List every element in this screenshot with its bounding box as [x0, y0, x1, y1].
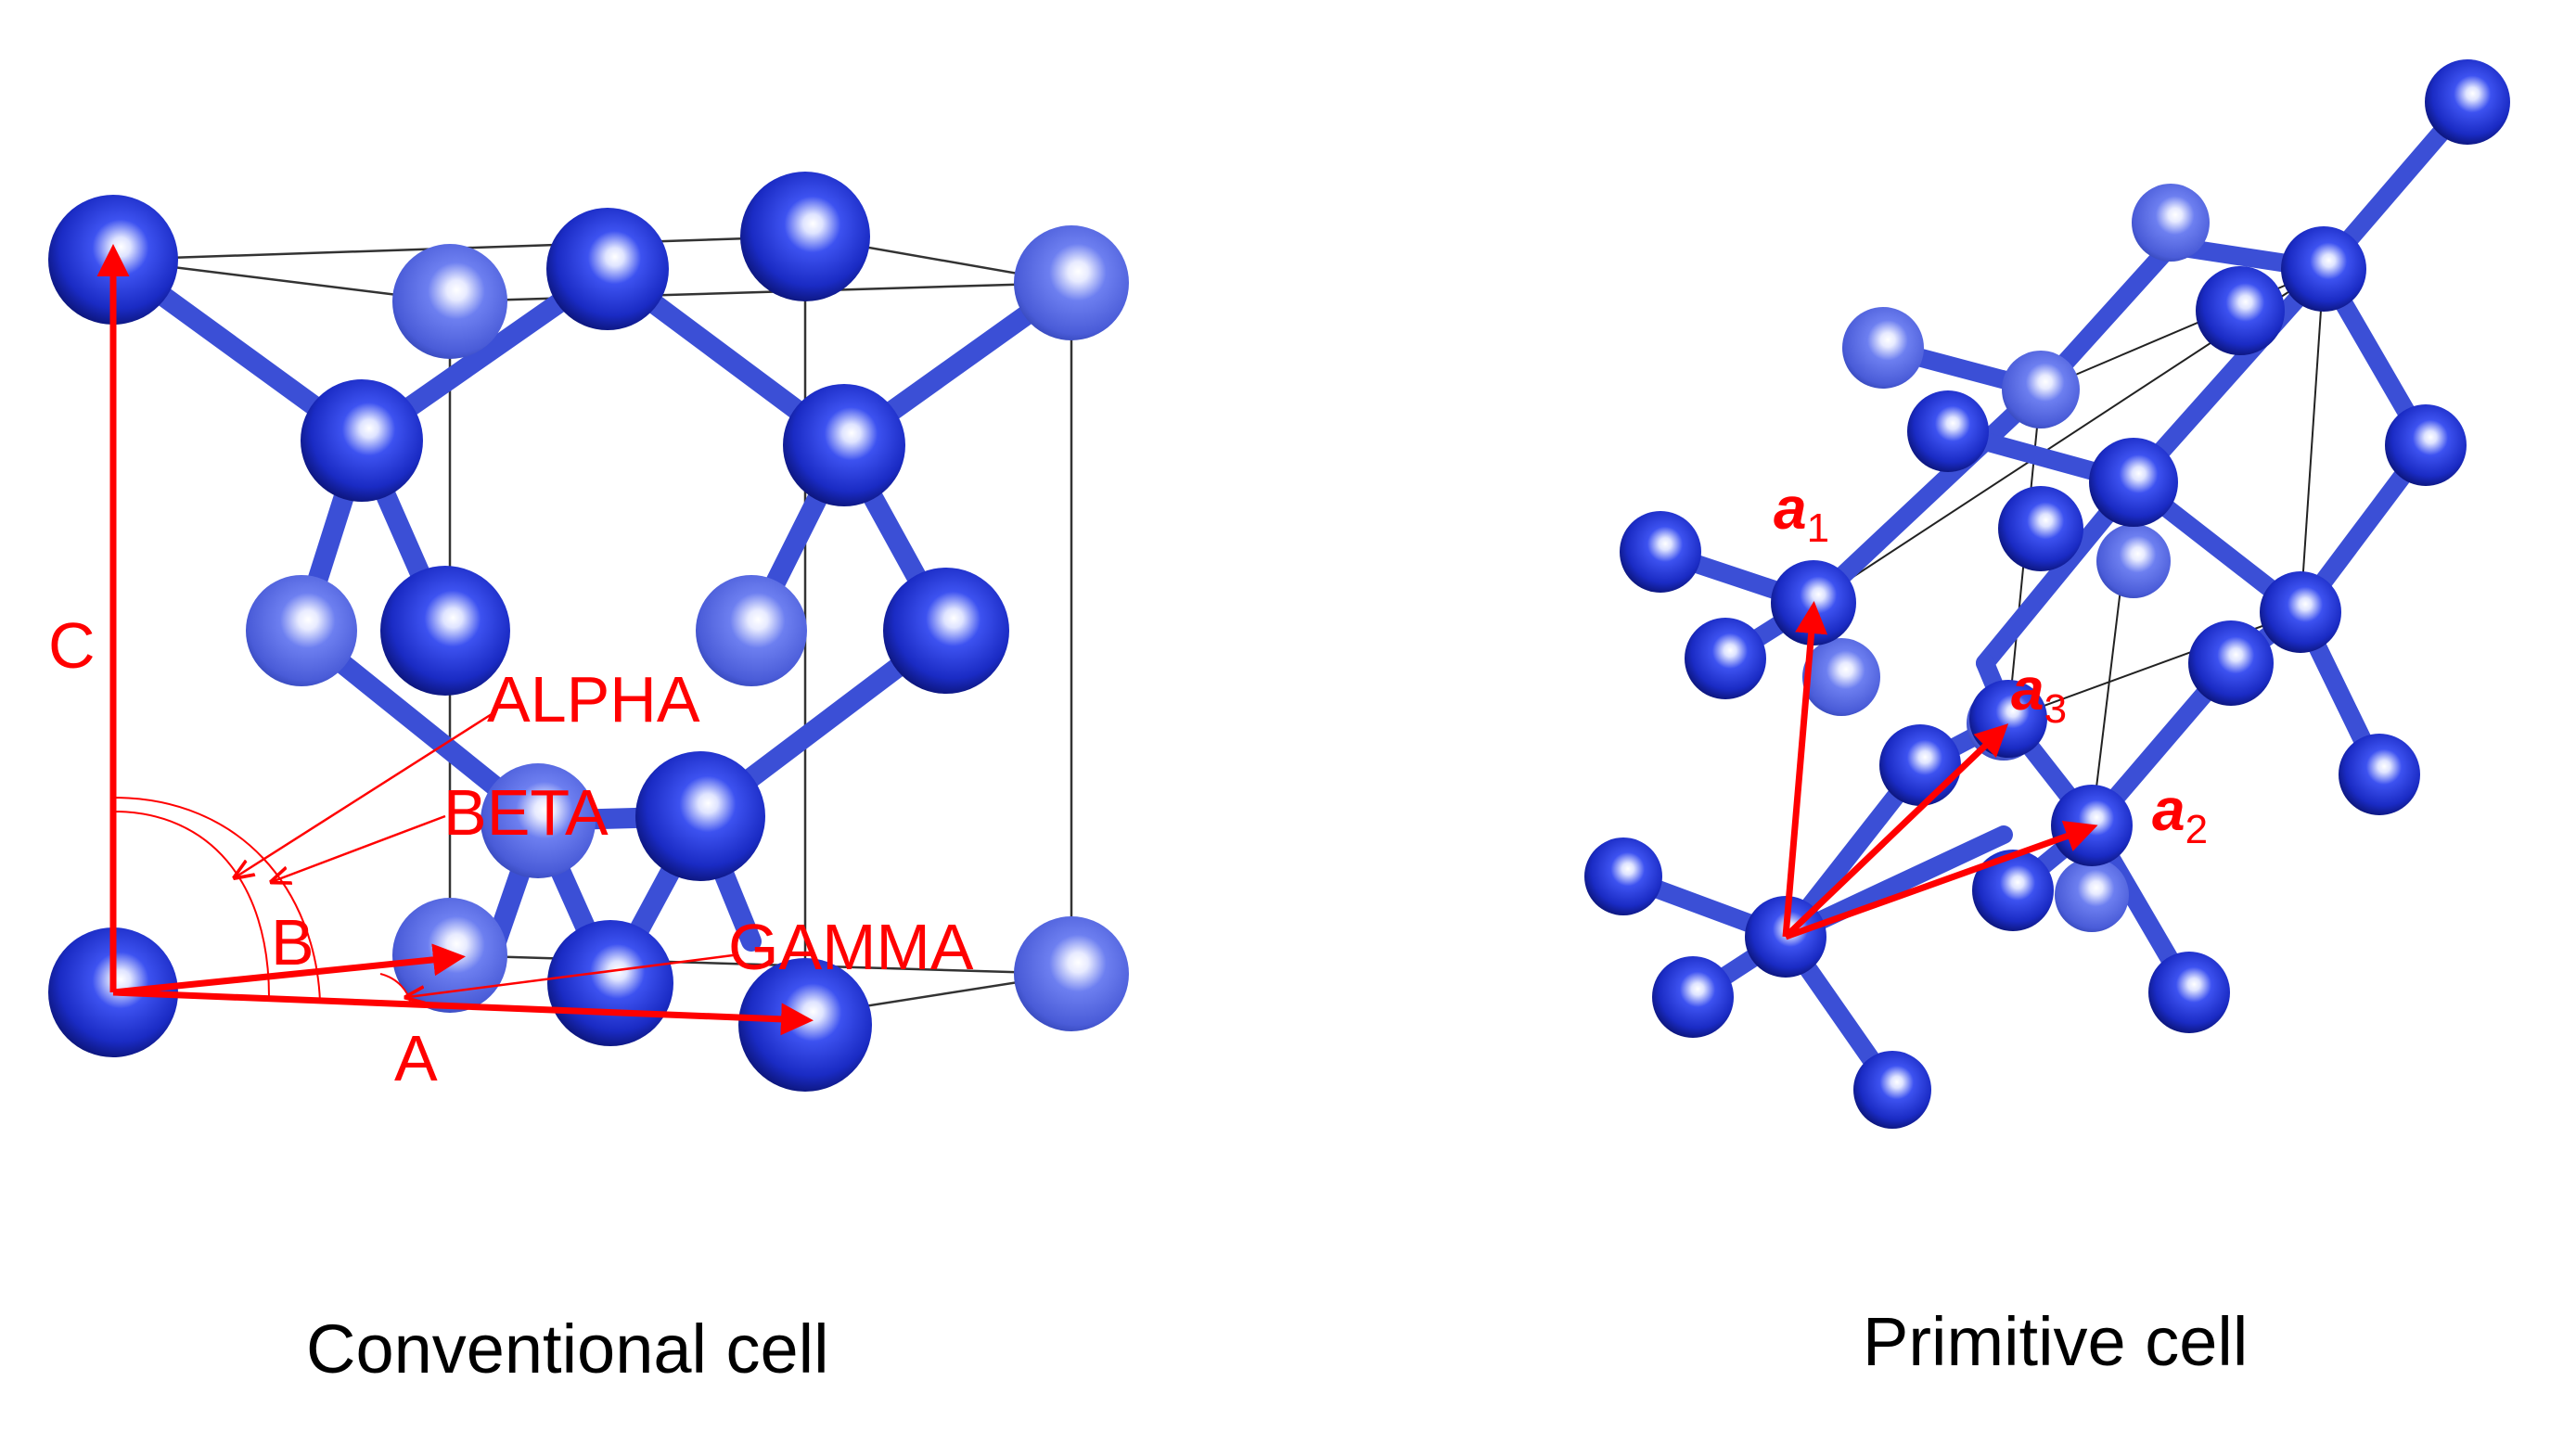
cell-edge — [449, 281, 1072, 303]
vector-b — [112, 943, 466, 996]
cell-edge — [2300, 268, 2325, 613]
atom — [1972, 850, 2054, 931]
atom — [1879, 724, 1961, 806]
atom — [2196, 266, 2285, 355]
lattice-vectors — [96, 244, 814, 1036]
alpha-arc — [112, 797, 321, 1003]
label-a2-letter: a — [2152, 776, 2185, 843]
atom — [2089, 438, 2178, 527]
beta-arc — [112, 811, 270, 998]
label-a2: a2 — [2152, 776, 2208, 852]
atom — [1584, 837, 1662, 915]
atom — [883, 568, 1009, 694]
alpha-pointer — [237, 712, 493, 876]
atom — [740, 172, 870, 301]
atom — [380, 566, 510, 696]
bond — [2124, 260, 2333, 492]
atom — [2055, 858, 2129, 932]
atom — [2132, 184, 2210, 262]
gamma-pointer — [408, 953, 734, 997]
atom — [2096, 524, 2171, 598]
atom — [1014, 916, 1129, 1031]
atom — [547, 920, 673, 1046]
label-beta: BETA — [443, 776, 609, 849]
atom — [1998, 486, 2083, 571]
label-b: B — [271, 906, 314, 978]
label-a3: a3 — [2011, 656, 2067, 732]
atom — [2260, 571, 2341, 653]
atom — [2425, 59, 2510, 145]
vector-a2 — [1784, 820, 2098, 940]
atom — [2051, 785, 2133, 866]
label-alpha: ALPHA — [487, 663, 700, 735]
atom — [635, 751, 765, 881]
atom — [1620, 511, 1701, 593]
atom — [696, 575, 807, 686]
atom — [1802, 638, 1880, 716]
atom — [2385, 404, 2467, 486]
label-a2-sub: 2 — [2185, 807, 2208, 852]
conventional-caption: Conventional cell — [306, 1311, 829, 1387]
atom — [1685, 618, 1766, 699]
atom — [246, 575, 357, 686]
beta-pointer — [274, 814, 446, 881]
atom — [1014, 225, 1129, 340]
vector-a3 — [1783, 723, 2009, 940]
label-c: C — [48, 609, 96, 682]
label-a3-sub: 3 — [2044, 686, 2067, 732]
bond — [1804, 380, 2050, 612]
primitive-caption: Primitive cell — [1863, 1303, 2248, 1380]
conventional-atoms-back — [246, 225, 1129, 1031]
label-a1: a1 — [1774, 475, 1829, 551]
vector-a — [112, 989, 814, 1036]
atom — [1853, 1051, 1931, 1129]
atom — [392, 244, 507, 359]
label-a3-letter: a — [2011, 656, 2044, 722]
atom — [2188, 620, 2274, 706]
atom — [301, 379, 423, 502]
label-a1-sub: 1 — [1807, 505, 1829, 551]
atom — [2281, 226, 2366, 312]
atom — [2339, 734, 2420, 815]
vector-a1 — [1782, 601, 1828, 938]
label-gamma: GAMMA — [728, 911, 974, 983]
atom — [1652, 956, 1734, 1038]
atom — [1842, 307, 1924, 389]
atom — [783, 384, 905, 506]
label-pointers — [237, 712, 734, 997]
primitive-vectors — [1782, 601, 2098, 940]
conventional-cell-diagram: C ALPHA BETA B GAMMA A Conventional cell — [48, 172, 1129, 1387]
atom — [1907, 390, 1989, 472]
atom — [481, 763, 596, 878]
atom — [2002, 351, 2080, 428]
atom — [2148, 952, 2230, 1033]
atom — [546, 208, 669, 330]
label-a1-letter: a — [1774, 475, 1807, 542]
label-a: A — [394, 1022, 438, 1094]
primitive-cell-diagram: a1 a3 a2 Primitive cell — [1584, 59, 2510, 1380]
